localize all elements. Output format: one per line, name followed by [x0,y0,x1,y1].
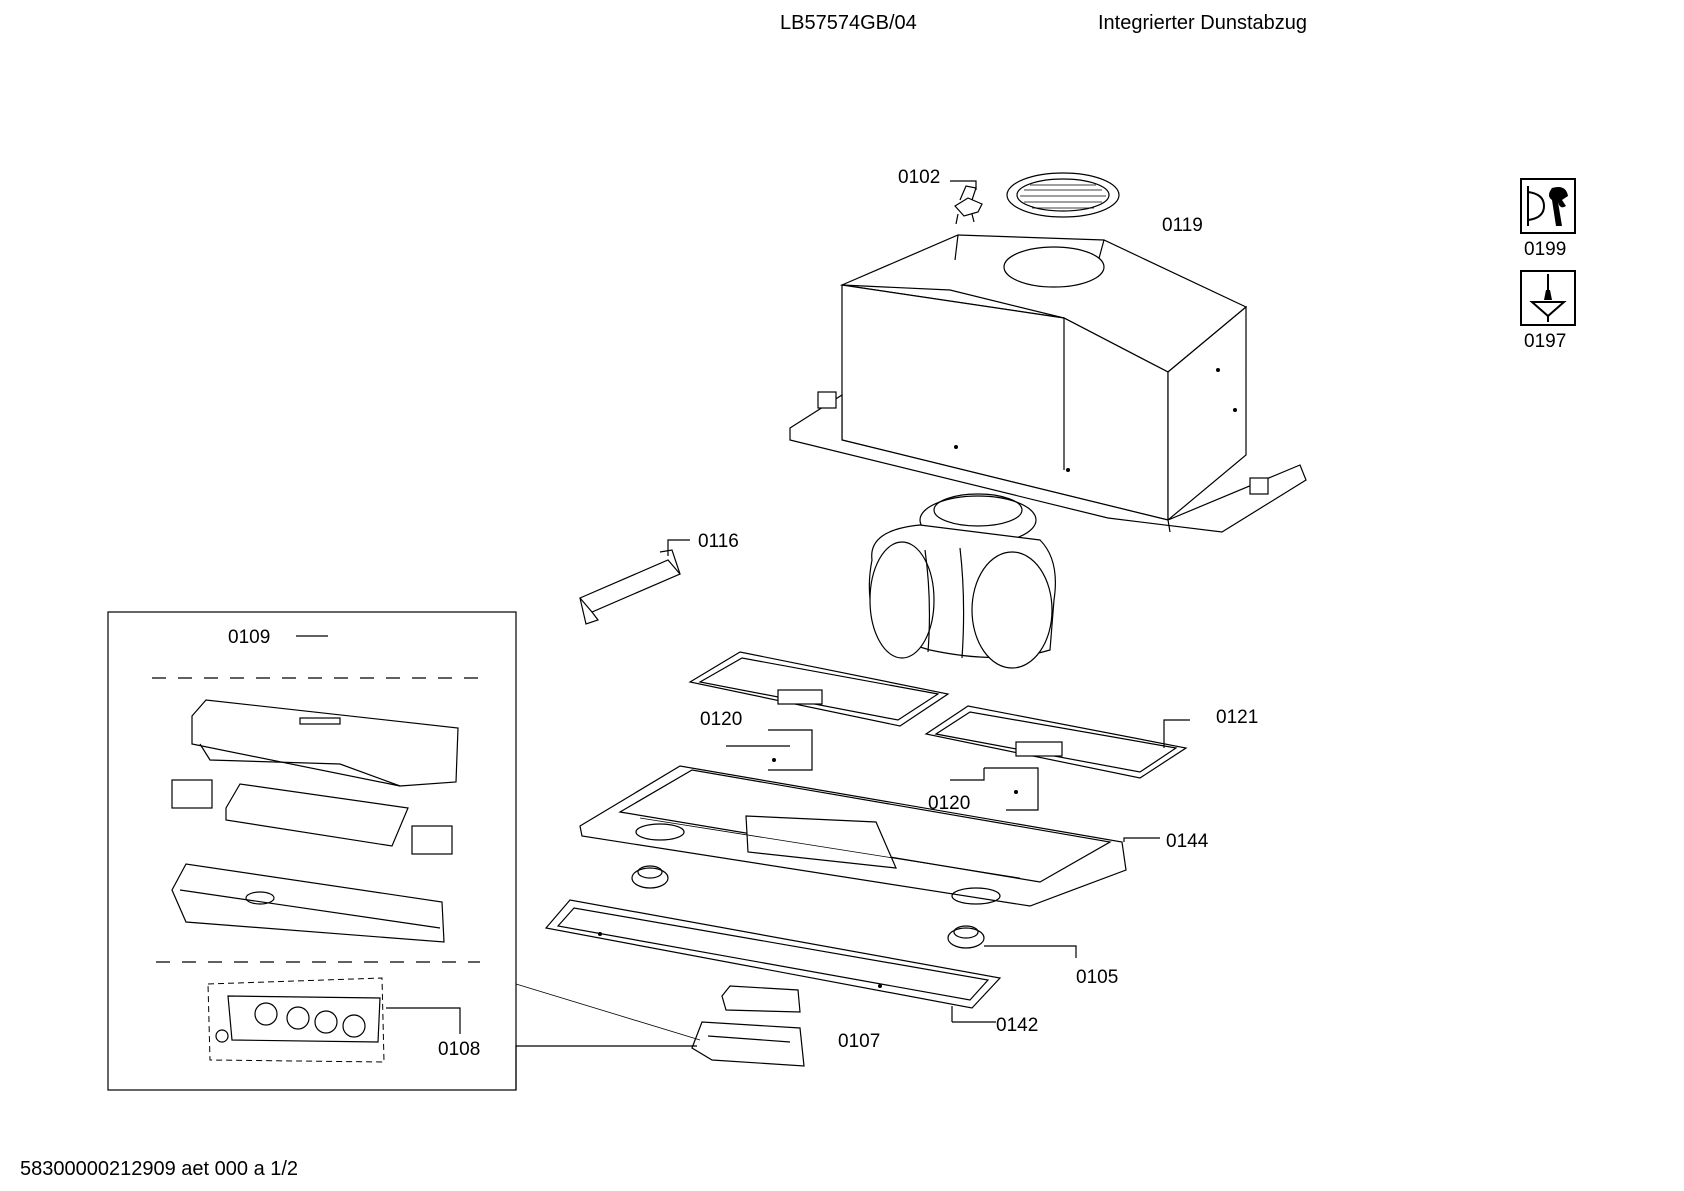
model-number: LB57574GB/04 [780,12,917,34]
callout-0109: 0109 [228,627,271,648]
callout-0102: 0102 [898,167,941,188]
callout-0108: 0108 [438,1039,481,1060]
callout-0105: 0105 [1076,967,1119,988]
callout-0142: 0142 [996,1015,1039,1036]
part-0142-strip[interactable] [544,899,1002,1009]
callout-0120-b: 0120 [928,793,971,814]
kit-lower-housing[interactable] [171,863,445,943]
product-description: Integrierter Dunstabzug [1098,12,1308,34]
screw-icon[interactable] [1520,270,1576,326]
part-0119-grille[interactable] [1006,172,1120,218]
part-0116-bracket[interactable] [579,549,681,625]
part-0108-knob-panel[interactable] [207,977,385,1063]
part-0105-lamp[interactable] [631,865,985,949]
part-0102-clip[interactable] [954,185,983,225]
part-housing[interactable] [789,234,1307,533]
wrench-icon[interactable] [1520,178,1576,234]
label-0197: 0197 [1524,331,1567,352]
kit-circuit-board[interactable] [171,779,453,855]
part-0120-filter[interactable] [688,651,950,727]
label-0199: 0199 [1524,239,1567,260]
part-blower[interactable] [868,493,1056,669]
part-0144-frame[interactable] [579,765,1127,907]
part-0121-filter[interactable] [924,705,1188,779]
kit-box-0109 [107,611,517,1091]
callout-0107: 0107 [838,1031,881,1052]
kit-upper-housing[interactable] [191,699,459,787]
callout-0116: 0116 [698,531,739,552]
callout-0119: 0119 [1162,215,1203,236]
callout-0144: 0144 [1166,831,1209,852]
part-0107-switch[interactable] [691,985,805,1067]
document-id: 58300000212909 aet 000 a 1/2 [20,1158,299,1180]
callout-0120-a: 0120 [700,709,743,730]
callout-0121: 0121 [1216,707,1259,728]
